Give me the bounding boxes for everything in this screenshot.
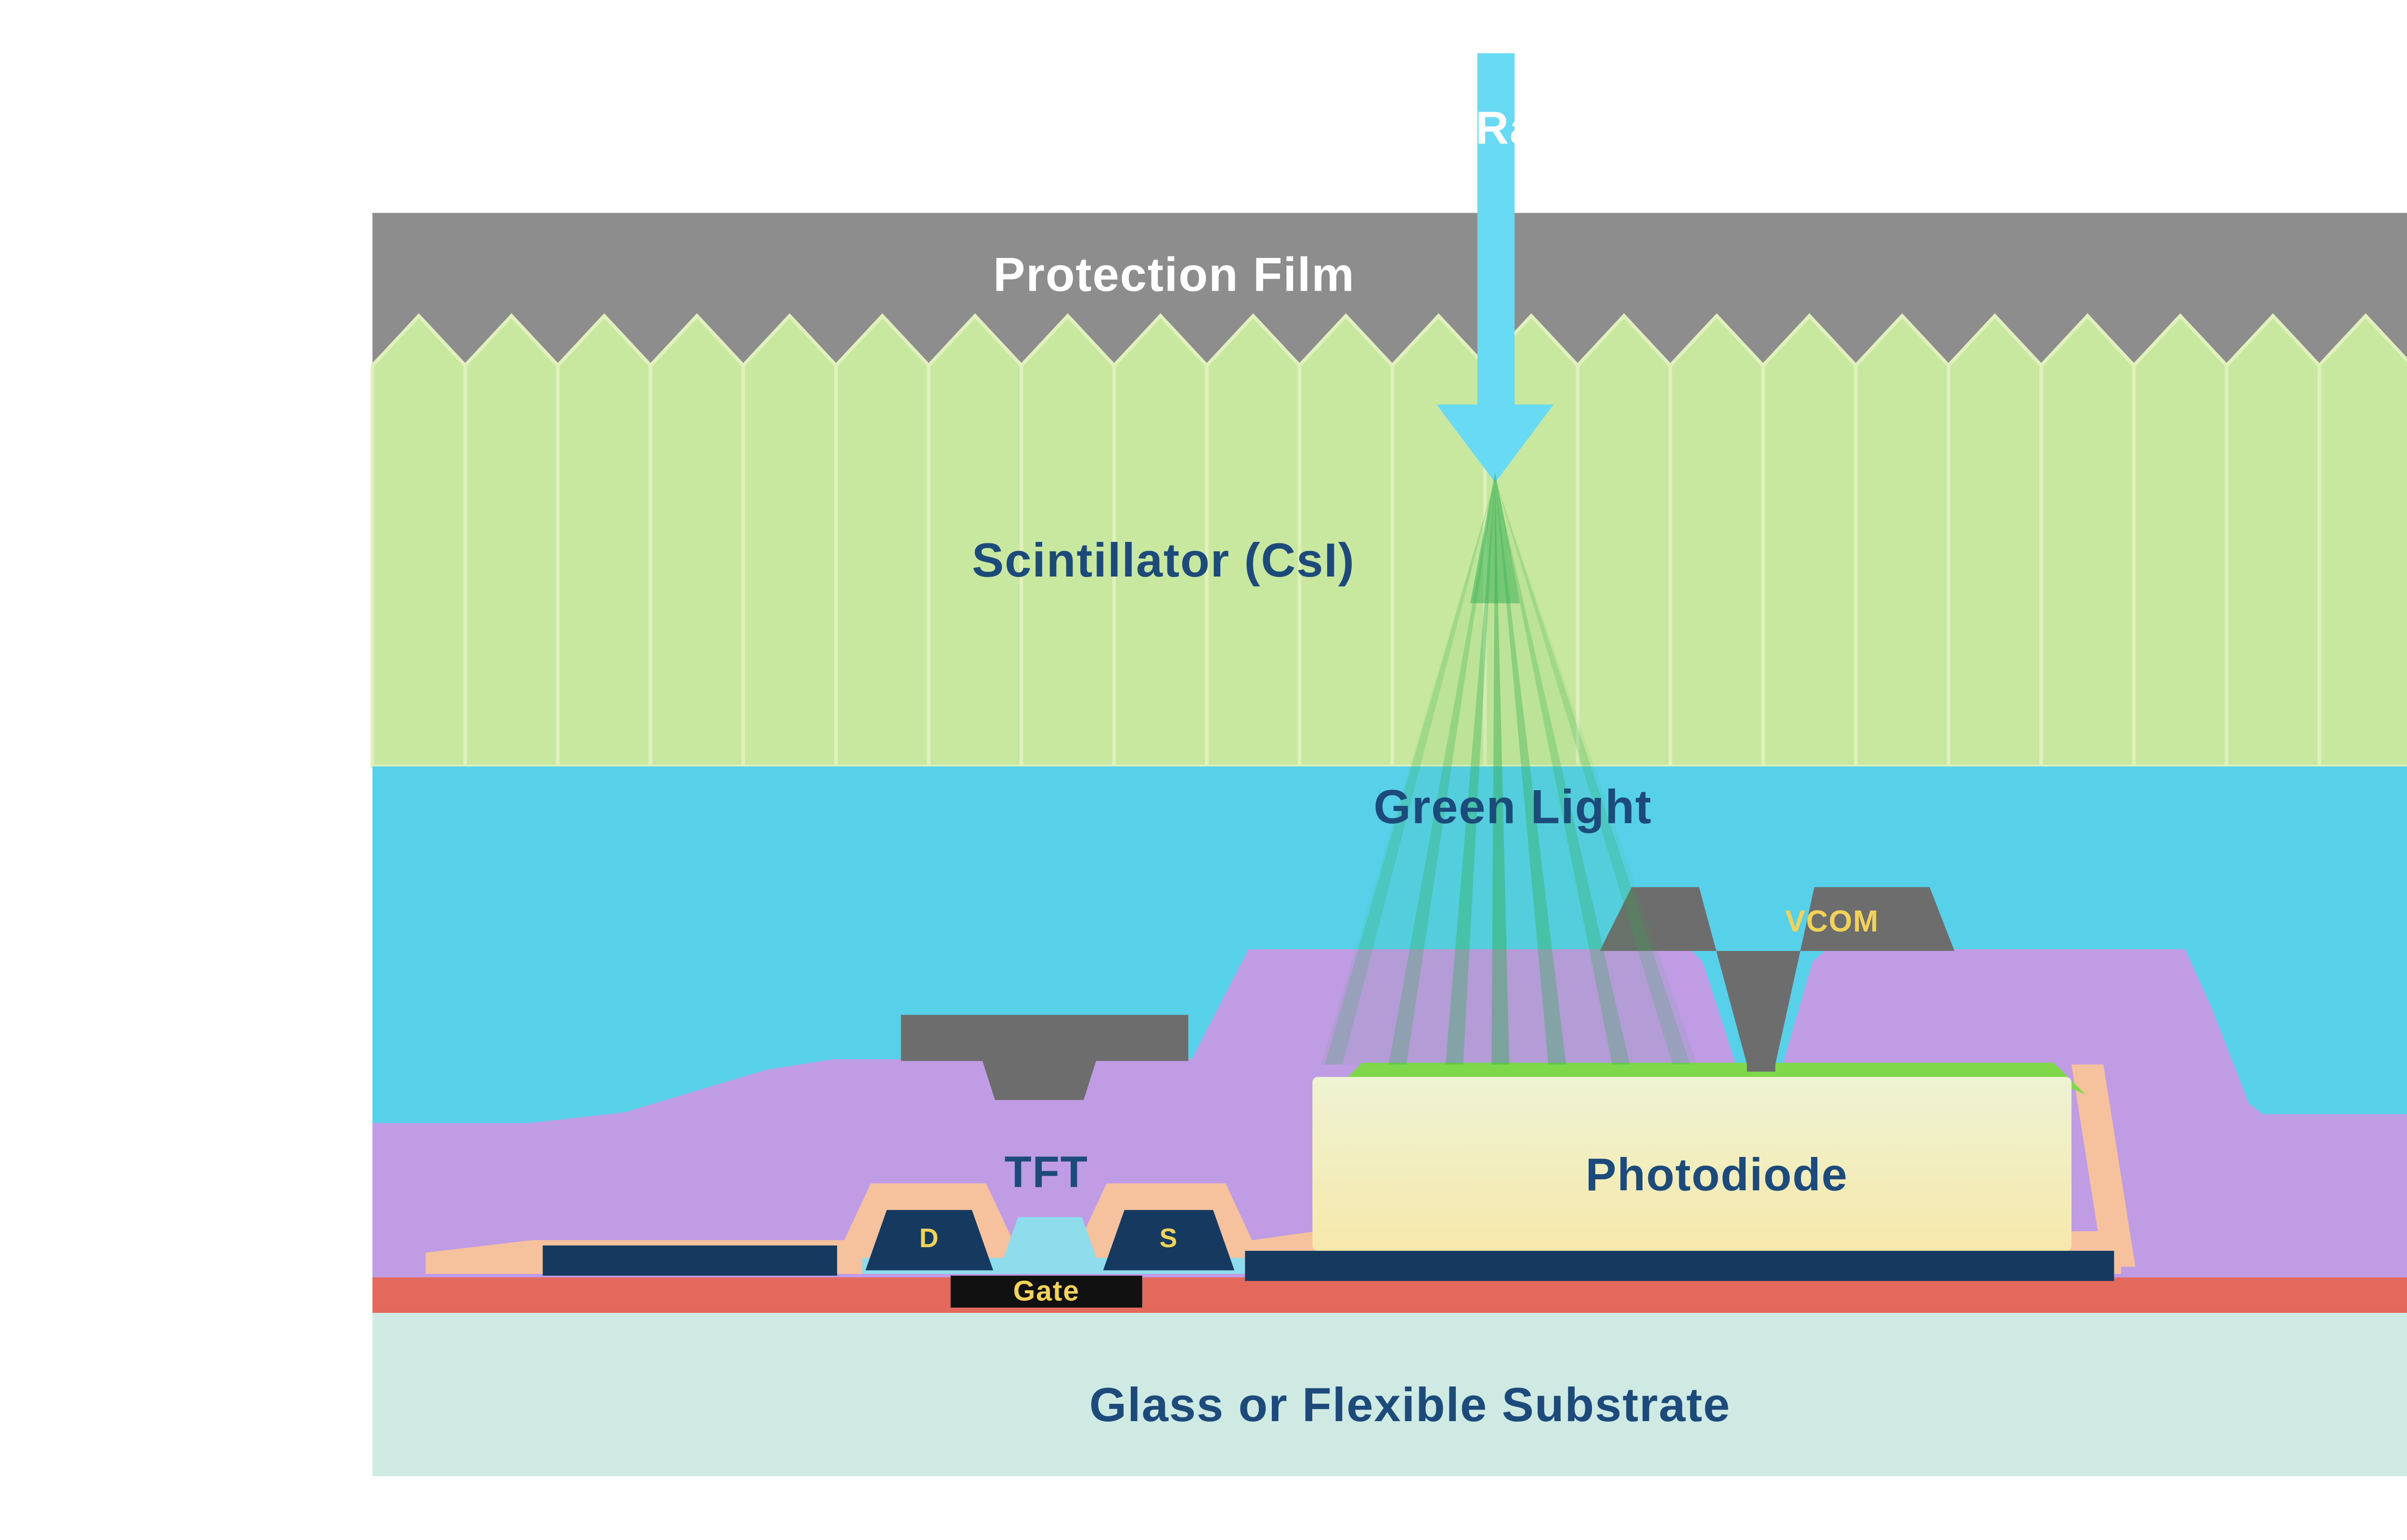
salmon-right-wedge	[2071, 1064, 2135, 1267]
tft-channel	[1000, 1217, 1100, 1267]
red-insulator-band	[372, 1275, 2407, 1313]
scintillator-column	[1854, 313, 1951, 769]
green-light-cone	[1321, 479, 1697, 1065]
scintillator-column	[1946, 313, 2043, 769]
navy-bar-left	[543, 1245, 837, 1276]
navy-bar-right	[1245, 1251, 2114, 1281]
scintillator-column	[741, 313, 838, 769]
photodiode-label: Photodiode	[1586, 1149, 1848, 1201]
gate-label: Gate	[1013, 1275, 1079, 1307]
drain-electrode	[865, 1210, 994, 1270]
protection-film-label: Protection Film	[993, 248, 1355, 302]
green-light-rays	[1321, 472, 1697, 1065]
scintillator-column	[1669, 313, 1765, 769]
xray-arrow-head	[1436, 404, 1554, 483]
xray-label: X-Ray	[1427, 103, 1563, 154]
scintillator-column	[648, 313, 745, 769]
scintillator-columns	[370, 313, 2407, 769]
tft-label: TFT	[1004, 1147, 1088, 1196]
scintillator-label: Scintillator (CsI)	[972, 534, 1355, 587]
scintillator-column	[2132, 313, 2228, 769]
vcom-electrode	[1600, 887, 1954, 1072]
substrate-label: Glass or Flexible Substrate	[1089, 1378, 1731, 1432]
photodiode-body	[1312, 1077, 2072, 1251]
xray-arrow-shaft	[1477, 53, 1515, 405]
scintillator-column	[463, 313, 560, 769]
source-label: S	[1159, 1223, 1178, 1253]
scintillator-column	[1761, 313, 1858, 769]
scintillator-column	[556, 313, 653, 769]
scintillator-column	[2317, 313, 2407, 769]
scintillator-column	[370, 313, 467, 769]
drain-label: D	[919, 1223, 940, 1253]
gate-electrode	[950, 1275, 1142, 1308]
green-light-label: Green Light	[1373, 781, 1652, 834]
vcom-label: VCOM	[1785, 904, 1879, 938]
scintillator-column	[2039, 313, 2136, 769]
scintillator-column	[834, 313, 931, 769]
green-light-apex-glow	[1470, 472, 1520, 603]
source-electrode	[1103, 1210, 1235, 1270]
green-light-ray	[1491, 479, 1510, 1065]
scintillator-column	[1576, 313, 1672, 769]
substrate-layer	[372, 1313, 2407, 1476]
scintillator-column	[2225, 313, 2321, 769]
left-gray-electrode	[901, 1014, 1189, 1100]
